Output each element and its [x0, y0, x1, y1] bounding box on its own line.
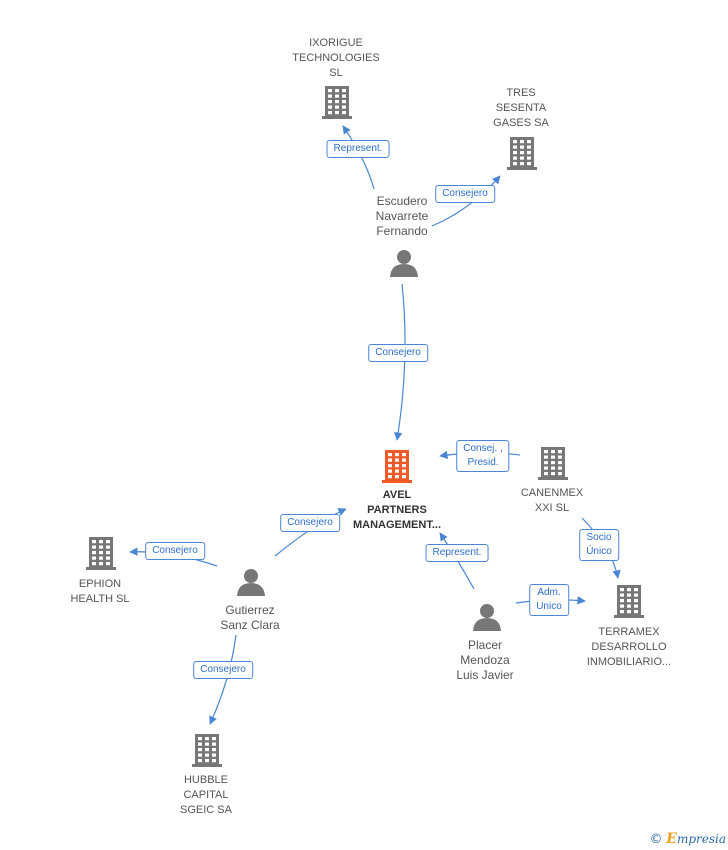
brand-initial: E: [666, 831, 677, 847]
node-label-placer[interactable]: Placer Mendoza Luis Javier: [456, 638, 514, 682]
edge-label-escudero-ixorigue[interactable]: Represent.: [326, 140, 390, 158]
edge-label-placer-terramex[interactable]: Adm. Unico: [529, 584, 569, 616]
brand-logo: © Empresia: [649, 831, 726, 847]
building-icon-terramex[interactable]: [614, 585, 644, 618]
building-icon-avel[interactable]: [382, 450, 412, 483]
node-label-avel[interactable]: AVEL PARTNERS MANAGEMENT...: [353, 489, 441, 531]
node-label-ephion[interactable]: EPHION HEALTH SL: [70, 578, 130, 605]
copyright-symbol: ©: [649, 832, 663, 847]
edge-gutierrez-hubble: [209, 634, 237, 725]
edges-layer: [129, 125, 621, 725]
edge-label-canenmex-avel[interactable]: Consej. , Presid.: [456, 440, 510, 472]
edge-label-escudero-tres[interactable]: Consejero: [435, 185, 495, 203]
building-icon-ephion[interactable]: [86, 537, 116, 570]
building-icon-canenmex[interactable]: [538, 447, 568, 480]
edge-label-gutierrez-hubble[interactable]: Consejero: [193, 661, 253, 679]
person-icon-placer[interactable]: [473, 604, 501, 631]
edge-label-gutierrez-avel[interactable]: Consejero: [280, 514, 340, 532]
edge-escudero-tres: [431, 175, 501, 227]
edge-label-canenmex-terramex[interactable]: Socio Único: [579, 529, 619, 561]
edge-label-placer-avel[interactable]: Represent.: [425, 544, 489, 562]
node-label-tres[interactable]: TRES SESENTA GASES SA: [493, 87, 549, 129]
person-icon-gutierrez[interactable]: [237, 569, 265, 596]
node-label-hubble[interactable]: HUBBLE CAPITAL SGEIC SA: [180, 774, 232, 816]
building-icon-tres[interactable]: [507, 137, 537, 170]
node-label-terramex[interactable]: TERRAMEX DESARROLLO INMOBILIARIO...: [586, 626, 672, 668]
building-icon-ixorigue[interactable]: [322, 86, 352, 119]
node-label-ixorigue[interactable]: IXORIGUE TECHNOLOGIES SL: [292, 37, 380, 79]
edge-label-gutierrez-ephion[interactable]: Consejero: [145, 542, 205, 560]
edge-escudero-avel: [394, 283, 406, 441]
icons-layer: [86, 86, 644, 767]
node-label-escudero[interactable]: Escudero Navarrete Fernando: [375, 194, 429, 238]
node-label-gutierrez[interactable]: Gutierrez Sanz Clara: [220, 603, 280, 632]
node-label-canenmex[interactable]: CANENMEX XXI SL: [520, 487, 584, 514]
edge-escudero-ixorigue: [342, 125, 375, 190]
edge-label-escudero-avel[interactable]: Consejero: [368, 344, 428, 362]
person-icon-escudero[interactable]: [390, 250, 418, 277]
building-icon-hubble[interactable]: [192, 734, 222, 767]
brand-name: mpresia: [676, 832, 726, 846]
